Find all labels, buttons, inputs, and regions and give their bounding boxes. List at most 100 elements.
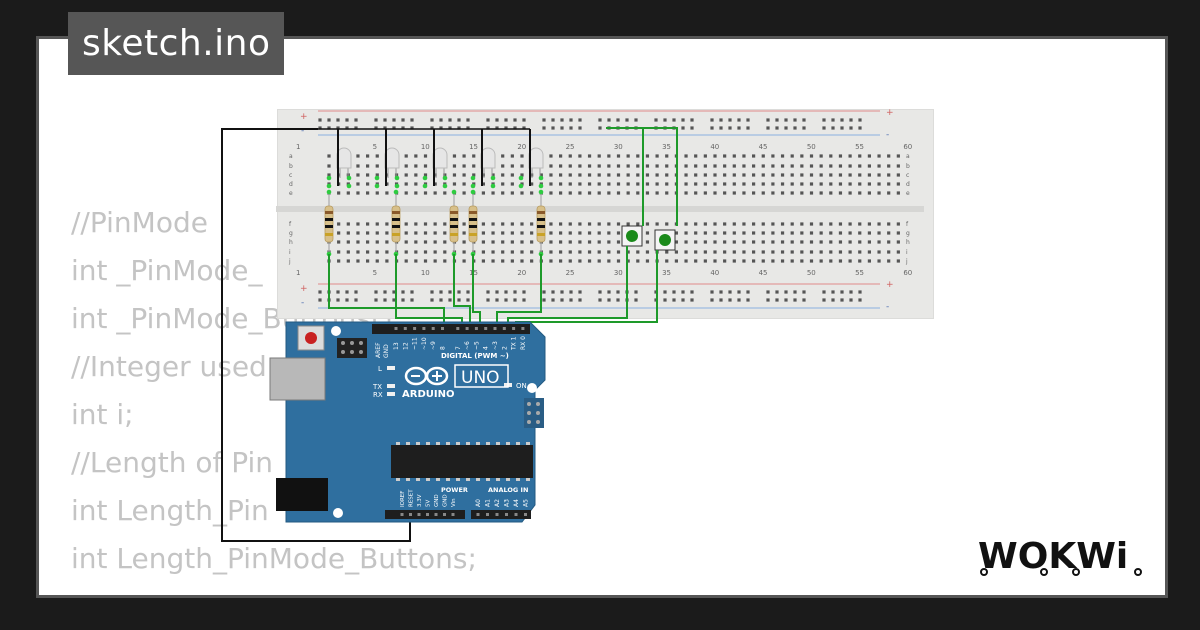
led[interactable]: [470, 147, 496, 189]
header-pin[interactable]: [400, 513, 404, 516]
rail-hole: [430, 126, 434, 130]
header-pin[interactable]: [465, 327, 469, 330]
breadboard-hole: [829, 182, 833, 186]
header-pin[interactable]: [521, 327, 525, 330]
breadboard-hole: [694, 173, 698, 177]
pushbutton-1[interactable]: [621, 225, 643, 247]
breadboard-hole: [559, 222, 563, 226]
breadboard-hole: [501, 250, 505, 254]
rail-hole: [634, 298, 638, 302]
header-pin[interactable]: [476, 513, 480, 516]
breadboard-hole: [742, 250, 746, 254]
breadboard-hole: [481, 222, 485, 226]
led[interactable]: [326, 147, 352, 189]
code-line: int i;: [71, 398, 134, 431]
column-label: 1: [296, 143, 300, 151]
header-pin[interactable]: [451, 513, 455, 516]
breadboard-hole: [732, 250, 736, 254]
breadboard-hole: [848, 240, 852, 244]
header-pin[interactable]: [422, 327, 426, 330]
breadboard-hole: [848, 182, 852, 186]
breadboard-hole: [578, 231, 582, 235]
rail-hole: [551, 126, 555, 130]
led[interactable]: [374, 147, 400, 189]
breadboard-hole: [607, 191, 611, 195]
led[interactable]: [422, 147, 448, 189]
column-label: 60: [903, 143, 912, 151]
breadboard-hole: [636, 154, 640, 158]
header-pin[interactable]: [441, 327, 444, 330]
breadboard-hole: [452, 173, 457, 177]
column-label: 5: [373, 269, 377, 277]
breadboard-hole: [549, 231, 553, 235]
resistor[interactable]: [468, 189, 478, 257]
code-line: int _PinMode_: [71, 254, 263, 287]
header-pin[interactable]: [505, 513, 508, 516]
breadboard-hole: [723, 259, 727, 263]
breadboard-hole: [616, 250, 621, 254]
rail-hole: [663, 290, 667, 294]
header-pin[interactable]: [403, 327, 407, 330]
breadboard-hole: [887, 154, 891, 158]
pushbutton-2[interactable]: [654, 229, 676, 251]
breadboard-hole: [752, 259, 756, 263]
header-pin[interactable]: [431, 327, 435, 330]
row-label: f: [906, 221, 909, 228]
chip-pins: [396, 442, 530, 481]
breadboard-hole: [752, 164, 756, 168]
resistor[interactable]: [449, 189, 459, 257]
breadboard-hole: [742, 222, 746, 226]
header-pin[interactable]: [417, 513, 421, 516]
breadboard-hole: [394, 173, 399, 177]
signal-wire: [453, 254, 471, 323]
header-pin[interactable]: [484, 327, 488, 330]
header-pin[interactable]: [493, 327, 497, 330]
breadboard-hole: [780, 222, 785, 226]
breadboard-hole: [780, 164, 785, 168]
breadboard-hole: [703, 191, 707, 195]
header-pin[interactable]: [409, 513, 412, 516]
rail-hole: [457, 290, 461, 294]
sketch-filename[interactable]: sketch.ino: [68, 12, 285, 75]
breadboard-hole: [491, 240, 495, 244]
breadboard-hole: [462, 250, 466, 254]
rail-hole: [681, 298, 685, 302]
header-pin[interactable]: [443, 513, 446, 516]
header-pin[interactable]: [502, 327, 506, 330]
breadboard-hole: [838, 231, 843, 235]
breadboard-hole: [337, 259, 341, 263]
led[interactable]: [518, 147, 544, 189]
header-pin[interactable]: [426, 513, 429, 516]
header-pin[interactable]: [512, 327, 516, 330]
resistor[interactable]: [391, 189, 401, 257]
reset-button-cap[interactable]: [305, 332, 317, 344]
chip-pin: [496, 478, 500, 481]
breadboard-hole: [867, 231, 871, 235]
header-pin[interactable]: [514, 513, 518, 516]
resistor[interactable]: [324, 189, 334, 257]
header-pin[interactable]: [434, 513, 438, 516]
breadboard-hole: [674, 231, 678, 235]
header-pin[interactable]: [474, 327, 478, 330]
breadboard-labels: 1155101015152020252530303535404045455050…: [288, 143, 912, 277]
breadboard-hole: [337, 191, 341, 195]
chip-pin: [416, 478, 420, 481]
breadboard-hole: [887, 259, 891, 263]
header-pin[interactable]: [456, 327, 460, 330]
header-pin[interactable]: [394, 327, 398, 330]
header-pin[interactable]: [486, 513, 489, 516]
breadboard-hole: [877, 182, 881, 186]
digital-pin-label: 13: [393, 342, 400, 350]
breadboard-hole: [626, 259, 630, 263]
rail-hole: [466, 118, 470, 122]
breadboard-hole: [443, 222, 447, 226]
header-pin[interactable]: [413, 327, 417, 330]
rail-hole: [504, 298, 508, 302]
header-pin[interactable]: [524, 513, 527, 516]
rail-hole: [831, 118, 835, 122]
rail-hole: [410, 290, 414, 294]
resistor[interactable]: [536, 189, 546, 257]
rail-hole: [374, 298, 378, 302]
header-pin[interactable]: [495, 513, 499, 516]
